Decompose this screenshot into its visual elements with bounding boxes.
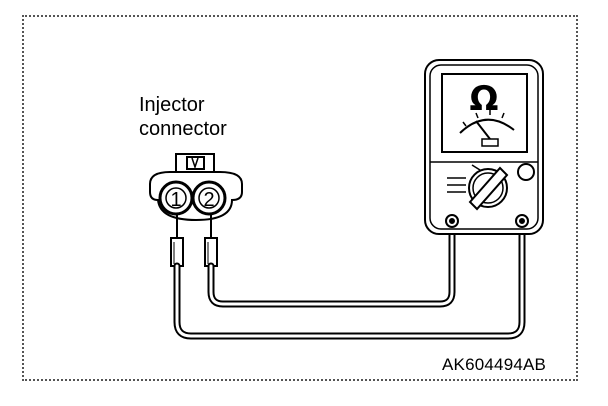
ohmmeter-icon <box>424 59 544 235</box>
figure-border <box>22 15 578 381</box>
selector-dial-icon <box>447 164 509 211</box>
connector-label-line-2: connector <box>139 118 227 140</box>
pin-2-label: 2 <box>203 189 214 211</box>
ohm-symbol: Ω <box>470 79 499 119</box>
figure-code: AK604494AB <box>442 355 547 374</box>
test-leads-inner <box>175 218 524 338</box>
connector-icon <box>149 153 243 222</box>
pin-1-label: 1 <box>170 189 181 211</box>
test-leads <box>173 216 526 340</box>
probe-icon <box>170 214 218 267</box>
connector-label-line-1: Injector <box>139 94 205 116</box>
